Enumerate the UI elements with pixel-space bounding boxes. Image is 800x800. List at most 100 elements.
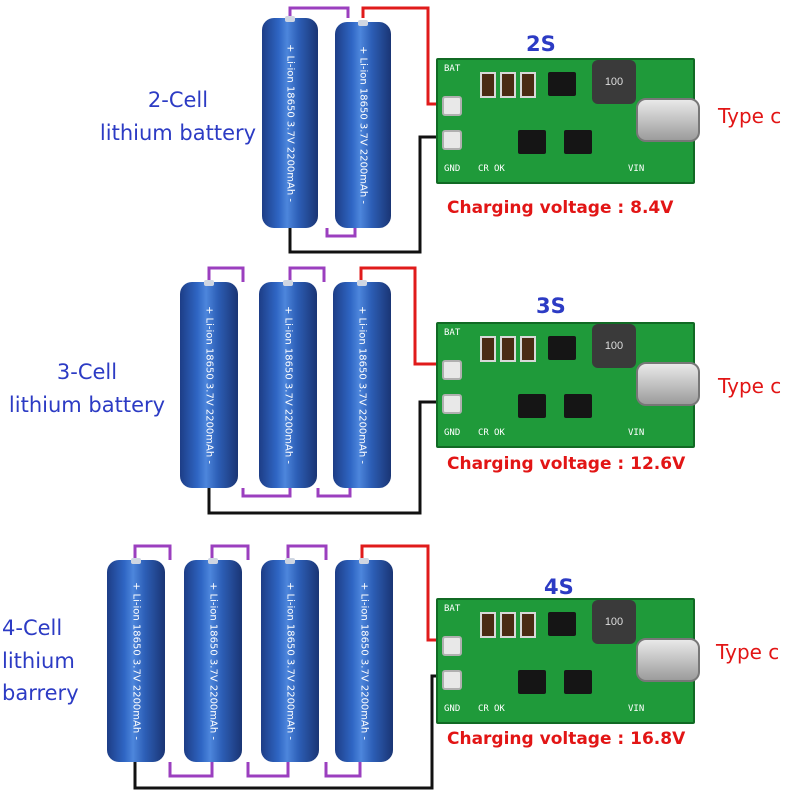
usb-type-c-port bbox=[636, 98, 700, 142]
charger-board: BAT GND 100 OK CR VIN bbox=[436, 322, 700, 448]
silk-bat: BAT bbox=[444, 328, 461, 338]
battery-print: + Li-ion 18650 3.7V 2200mAh - bbox=[284, 582, 296, 740]
bat-positive-pad bbox=[442, 360, 462, 380]
label-line: lithium bbox=[2, 648, 75, 673]
capacitor bbox=[500, 336, 516, 362]
battery-print: + Li-ion 18650 3.7V 2200mAh - bbox=[357, 46, 369, 204]
positive-wire bbox=[361, 6, 450, 106]
battery-cap bbox=[131, 558, 141, 564]
inductor: 100 bbox=[592, 60, 636, 104]
battery-cap bbox=[285, 16, 295, 22]
battery-cap bbox=[357, 280, 367, 286]
negative-wire bbox=[288, 135, 450, 254]
silk-cr: CR bbox=[478, 428, 489, 438]
silk-gnd: GND bbox=[444, 704, 461, 714]
diode-chip bbox=[548, 72, 576, 96]
silk-ok: OK bbox=[494, 164, 505, 174]
label-line: lithium battery bbox=[99, 120, 257, 145]
bat-negative-pad bbox=[442, 670, 462, 690]
battery-cap bbox=[283, 280, 293, 286]
ic-chip bbox=[518, 394, 546, 418]
battery-cell: + Li-ion 18650 3.7V 2200mAh - bbox=[335, 20, 391, 228]
port-label: Type c bbox=[718, 374, 782, 398]
positive-wire bbox=[360, 544, 450, 642]
ic-chip bbox=[518, 670, 546, 694]
bat-negative-pad bbox=[442, 394, 462, 414]
capacitor bbox=[480, 612, 496, 638]
battery-pack-label: 2-Cell lithium battery bbox=[88, 84, 268, 149]
battery-print: + Li-ion 18650 3.7V 2200mAh - bbox=[356, 306, 368, 464]
module-model: 3S bbox=[536, 294, 566, 318]
silk-vin: VIN bbox=[628, 428, 645, 438]
label-line: 4-Cell bbox=[2, 616, 63, 640]
battery-print: + Li-ion 18650 3.7V 2200mAh - bbox=[358, 582, 370, 740]
series-link-wire bbox=[133, 544, 172, 560]
series-link-wire bbox=[316, 488, 352, 498]
battery-cell: + Li-ion 18650 3.7V 2200mAh - bbox=[333, 280, 391, 488]
usb-type-c-port bbox=[636, 362, 700, 406]
silk-vin: VIN bbox=[628, 164, 645, 174]
series-link-wire bbox=[241, 488, 292, 498]
silk-vin: VIN bbox=[628, 704, 645, 714]
silk-bat: BAT bbox=[444, 604, 461, 614]
silk-ok: OK bbox=[494, 704, 505, 714]
bat-positive-pad bbox=[442, 636, 462, 656]
inductor: 100 bbox=[592, 324, 636, 368]
label-line: barrery bbox=[2, 681, 79, 706]
bat-negative-pad bbox=[442, 130, 462, 150]
silk-cr: CR bbox=[478, 704, 489, 714]
charging-voltage: Charging voltage : 16.8V bbox=[447, 729, 686, 749]
capacitor bbox=[500, 72, 516, 98]
silk-gnd: GND bbox=[444, 164, 461, 174]
battery-pack-label: 4-Cell lithium barrery bbox=[2, 612, 102, 710]
battery-cell: + Li-ion 18650 3.7V 2200mAh - bbox=[259, 280, 317, 488]
silk-cr: CR bbox=[478, 164, 489, 174]
battery-cap bbox=[204, 280, 214, 286]
battery-cell: + Li-ion 18650 3.7V 2200mAh - bbox=[184, 558, 242, 762]
ic-chip bbox=[518, 130, 546, 154]
battery-cell: + Li-ion 18650 3.7V 2200mAh - bbox=[180, 280, 238, 488]
positive-wire bbox=[359, 266, 450, 366]
battery-print: + Li-ion 18650 3.7V 2200mAh - bbox=[203, 306, 215, 464]
ic-chip bbox=[564, 394, 592, 418]
label-line: lithium battery bbox=[8, 392, 166, 417]
battery-cap bbox=[358, 20, 368, 26]
series-link-wire bbox=[324, 762, 362, 778]
series-link-wire bbox=[288, 6, 350, 18]
charging-voltage: Charging voltage : 8.4V bbox=[447, 198, 674, 218]
battery-cap bbox=[208, 558, 218, 564]
series-link-wire bbox=[207, 266, 245, 282]
label-line: 3-Cell bbox=[56, 360, 118, 384]
battery-print: + Li-ion 18650 3.7V 2200mAh - bbox=[130, 582, 142, 740]
battery-cell: + Li-ion 18650 3.7V 2200mAh - bbox=[262, 16, 318, 228]
inductor: 100 bbox=[592, 600, 636, 644]
capacitor bbox=[520, 612, 536, 638]
ic-chip bbox=[564, 130, 592, 154]
module-model: 2S bbox=[526, 32, 556, 56]
ic-chip bbox=[564, 670, 592, 694]
bat-positive-pad bbox=[442, 96, 462, 116]
battery-pack-label: 3-Cell lithium battery bbox=[2, 356, 172, 421]
silk-bat: BAT bbox=[444, 64, 461, 74]
silk-ok: OK bbox=[494, 428, 505, 438]
series-link-wire bbox=[288, 266, 326, 282]
battery-cap bbox=[285, 558, 295, 564]
battery-print: + Li-ion 18650 3.7V 2200mAh - bbox=[282, 306, 294, 464]
battery-cap bbox=[359, 558, 369, 564]
usb-type-c-port bbox=[636, 638, 700, 682]
capacitor bbox=[520, 72, 536, 98]
battery-cell: + Li-ion 18650 3.7V 2200mAh - bbox=[261, 558, 319, 762]
series-link-wire bbox=[210, 544, 250, 560]
capacitor bbox=[480, 336, 496, 362]
series-link-wire bbox=[246, 762, 290, 778]
negative-wire bbox=[207, 400, 450, 515]
silk-gnd: GND bbox=[444, 428, 461, 438]
diode-chip bbox=[548, 612, 576, 636]
battery-print: + Li-ion 18650 3.7V 2200mAh - bbox=[284, 44, 296, 202]
series-link-wire bbox=[168, 762, 214, 778]
battery-print: + Li-ion 18650 3.7V 2200mAh - bbox=[207, 582, 219, 740]
diode-chip bbox=[548, 336, 576, 360]
series-link-wire bbox=[325, 228, 357, 238]
charging-voltage: Charging voltage : 12.6V bbox=[447, 454, 686, 474]
